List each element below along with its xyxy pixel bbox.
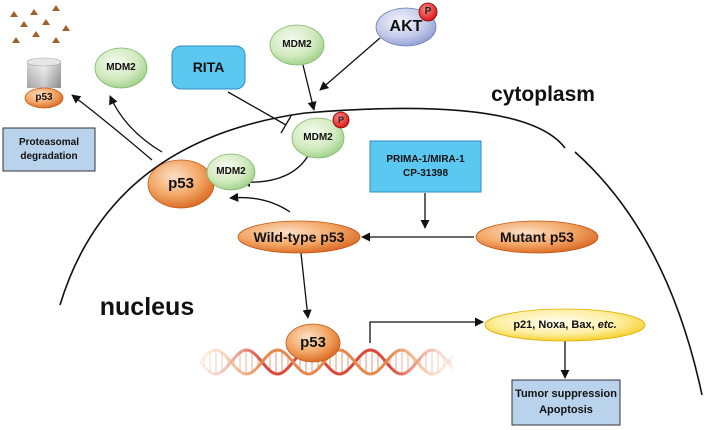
proteasomal-degradation-label: Proteasomal degradation: [3, 128, 95, 171]
peptide-fragment: [42, 19, 50, 25]
compounds-line2: CP-31398: [402, 168, 449, 179]
arrow-p53-to-targets: [369, 317, 484, 343]
rita-box: [171, 45, 246, 90]
rita-label: RITA: [192, 59, 225, 76]
akt-phospho-badge: [418, 2, 438, 22]
akt-phospho-label: P: [424, 6, 432, 18]
nucleus-label: nucleus: [99, 292, 195, 321]
peptide-fragment: [20, 21, 28, 27]
proteasomal-degradation-box: [2, 127, 96, 172]
compounds-line1: PRIMA-1/MIRA-1: [386, 153, 465, 165]
mdm2-complex-label: MDM2: [216, 166, 246, 178]
cell-membrane: [304, 107, 703, 396]
p53-complex-label: p53: [168, 175, 194, 193]
peptide-fragment: [52, 37, 60, 43]
arrow-to-free-mdm2: [109, 95, 163, 153]
peptide-fragment: [62, 25, 70, 31]
proteasome-p53-shape: [24, 87, 64, 109]
cytoplasm-label: cytoplasm: [491, 82, 595, 106]
outcome-line2: Apoptosis: [539, 404, 593, 416]
target-genes-shape: [484, 308, 646, 342]
peptide-fragment: [30, 9, 38, 15]
target-genes-etc: etc.: [597, 318, 617, 331]
compounds-label: PRIMA-1/MIRA-1 CP-31398: [370, 141, 481, 192]
peptide-fragment: [32, 31, 40, 37]
target-genes-label: p21, Noxa, Bax, etc.: [485, 314, 645, 336]
mdm2-phospho-shape: [291, 117, 345, 159]
arrow-to-proteasome: [71, 94, 153, 161]
target-genes-main: p21, Noxa, Bax,: [513, 318, 598, 331]
peptide-fragment: [10, 11, 18, 17]
mutant-p53-label: Mutant p53: [500, 228, 574, 245]
proteasomal-line1: Proteasomal: [18, 136, 80, 148]
rita-inhibition: [227, 91, 292, 134]
mutant-p53-shape: [475, 220, 599, 254]
arrow-wt-to-dna-p53: [300, 252, 312, 319]
proteasomal-line2: degradation: [20, 151, 78, 162]
mdm2-complex-shape: [206, 153, 256, 191]
outcome-line1: Tumor suppression: [515, 388, 617, 401]
mdm2-top-label: MDM2: [282, 39, 312, 51]
mdm2-phospho-label-text: MDM2: [303, 132, 333, 144]
arrow-mdm2-to-mdm2p: [302, 64, 317, 111]
arrow-akt-to-mdm2p: [319, 37, 381, 91]
peptide-fragment: [12, 37, 20, 43]
mdm2-phospho-badge: [332, 111, 350, 129]
akt-label: AKT: [389, 17, 423, 35]
free-mdm2-label: MDM2: [106, 62, 136, 74]
proteasome-icon: [26, 57, 62, 88]
nuclear-membrane: [59, 112, 306, 306]
arrows: [71, 37, 570, 379]
mdm2-top-shape: [269, 24, 325, 66]
peptide-fragment: [52, 5, 60, 11]
proteasome-p53-label: p53: [35, 92, 53, 104]
wild-type-p53-shape: [237, 220, 361, 254]
outcome-label: Tumor suppression Apoptosis: [512, 380, 620, 425]
wild-type-p53-label: Wild-type p53: [253, 228, 345, 245]
peptide-fragments-icon: [10, 5, 70, 43]
dna-p53-label: p53: [300, 334, 326, 352]
arrow-wt-to-complex: [229, 192, 291, 213]
dna-p53-shape: [285, 323, 341, 363]
dna-strand: [198, 348, 456, 376]
mdm2-phospho-label: P: [337, 114, 344, 125]
compounds-box: [369, 140, 482, 193]
free-mdm2-shape: [94, 47, 148, 89]
outcome-box: [511, 379, 621, 426]
